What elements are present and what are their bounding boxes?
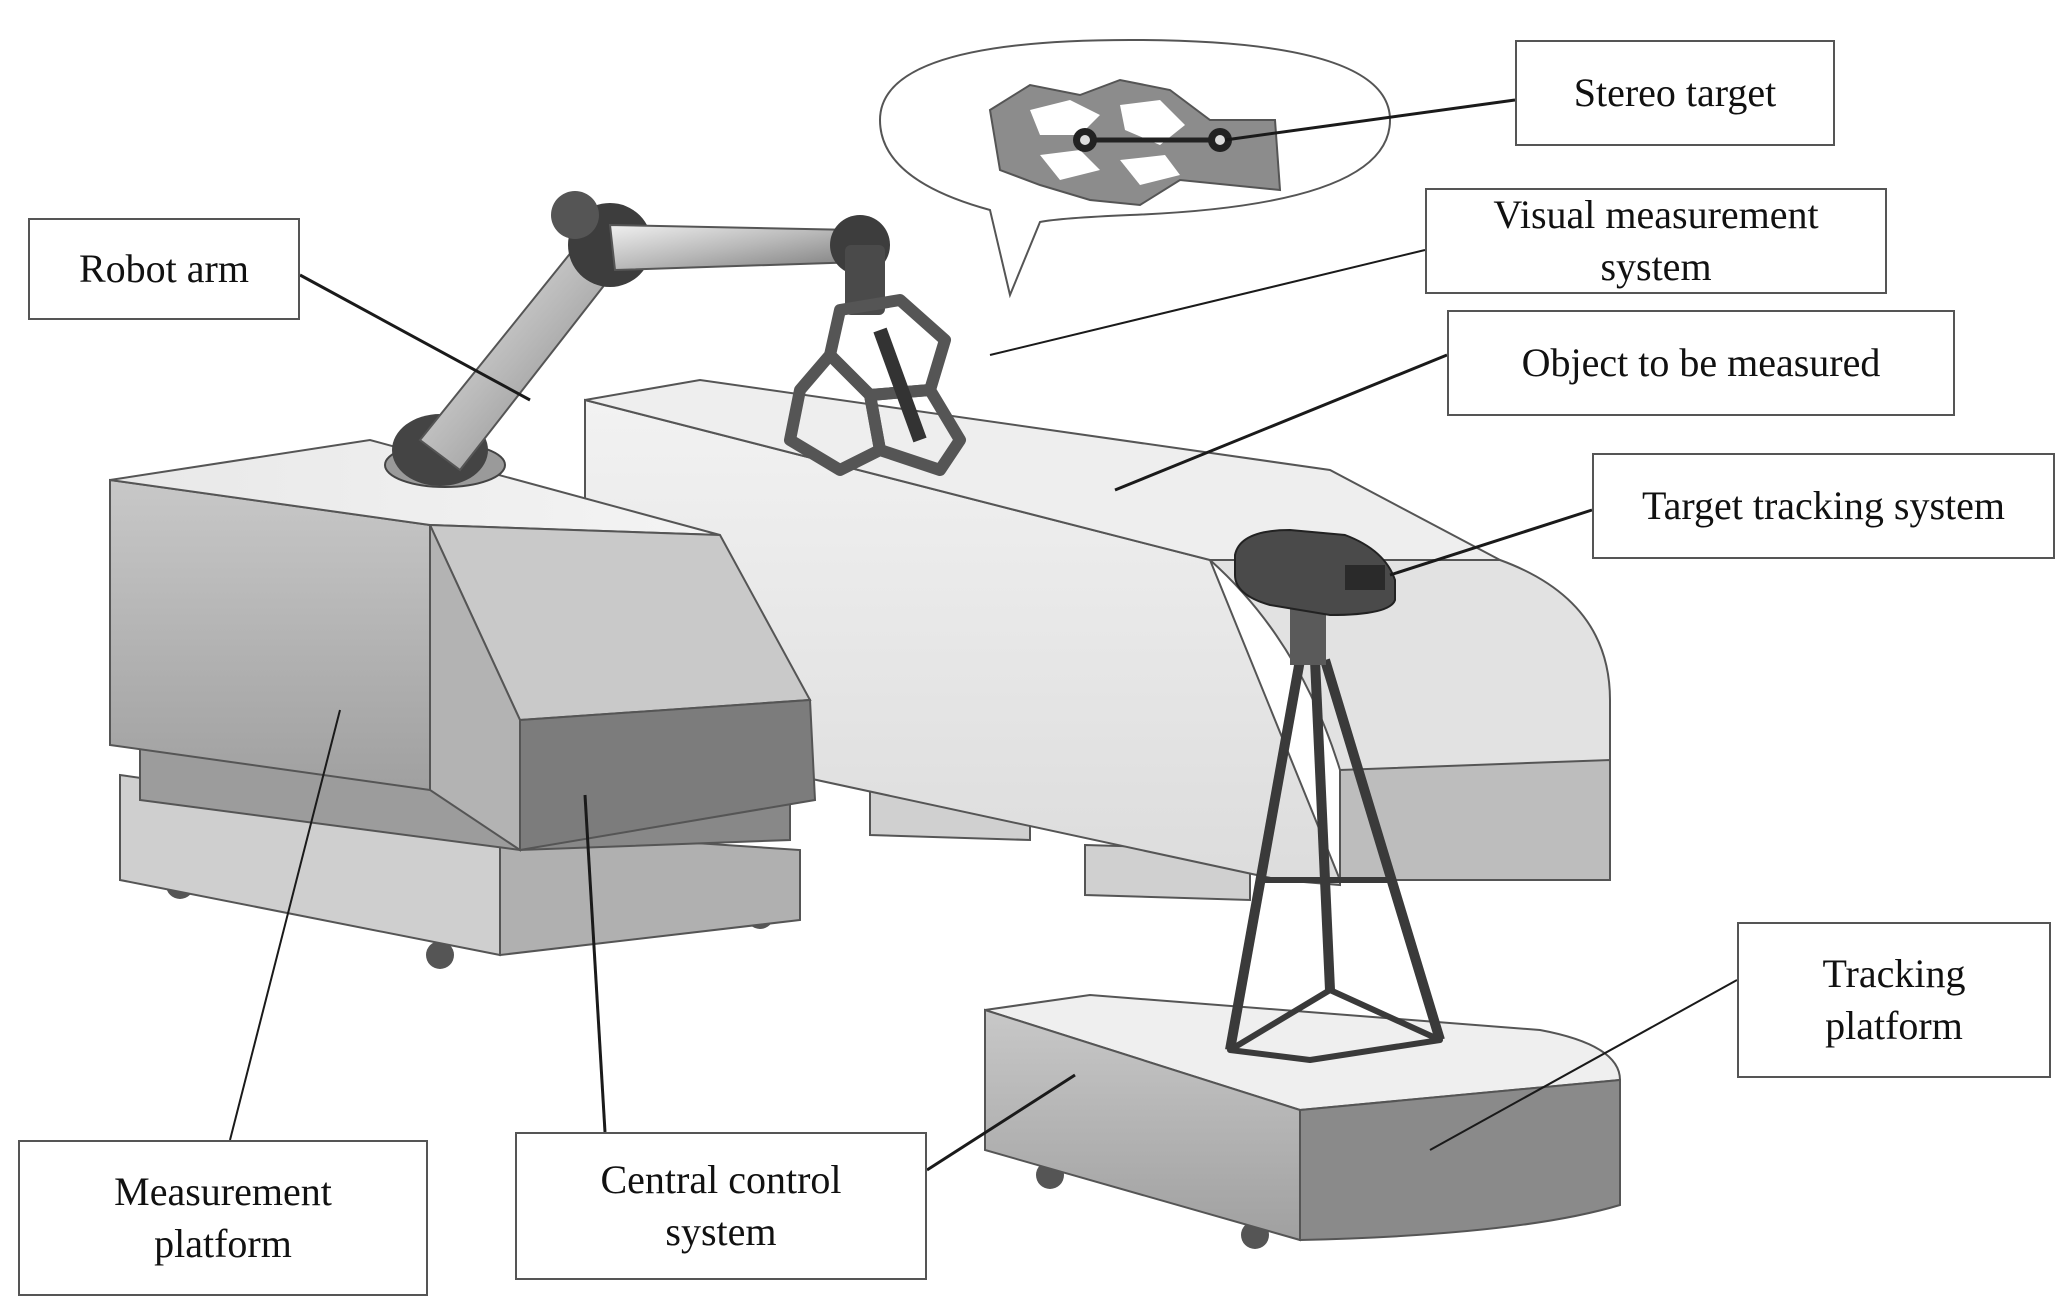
target-tracking-device	[1234, 528, 1396, 617]
tripod-shape	[1225, 605, 1445, 1063]
arm-upper-link	[608, 223, 862, 272]
stereo-target-icon	[988, 78, 1282, 207]
label-stereo-target: Stereo target	[1515, 40, 1835, 146]
cabinet-left-face	[429, 524, 521, 852]
leader-target-tracking	[1389, 508, 1593, 577]
leader-robot-arm	[299, 273, 531, 402]
leader-object	[1114, 353, 1448, 492]
robot-arm-shape	[384, 191, 966, 488]
wheel	[426, 941, 454, 969]
arm-joint-small	[551, 191, 599, 239]
leader-stereo-target	[1224, 98, 1516, 142]
leader-central-control	[583, 794, 607, 1133]
label-object-to-be-measured: Object to be measured	[1447, 310, 1955, 416]
measurement-platform-shape	[109, 438, 817, 969]
tracking-platform-side	[1299, 1078, 1621, 1242]
label-visual-measurement-system: Visual measurement system	[1425, 188, 1887, 294]
leader-visual-measurement	[989, 249, 1426, 356]
leader-central-to-tracking	[926, 1073, 1076, 1172]
label-central-control-system: Central control system	[515, 1132, 927, 1280]
beam-top	[584, 378, 1501, 561]
leader-measurement	[229, 709, 341, 1141]
label-target-tracking-system: Target tracking system	[1592, 453, 2055, 559]
tracking-platform-shape	[984, 993, 1622, 1249]
leader-tracking-platform	[1429, 979, 1738, 1151]
stereo-target-callout	[878, 38, 1392, 299]
beam-end-lower	[1339, 758, 1611, 881]
label-measurement-platform: Measurement platform	[18, 1140, 428, 1296]
visual-measurement-frame	[784, 294, 966, 476]
label-tracking-platform: Tracking platform	[1737, 922, 2051, 1078]
arm-wrist	[845, 245, 885, 315]
leader-lines	[229, 98, 1738, 1172]
label-robot-arm: Robot arm	[28, 218, 300, 320]
cabinet-front	[109, 478, 431, 792]
